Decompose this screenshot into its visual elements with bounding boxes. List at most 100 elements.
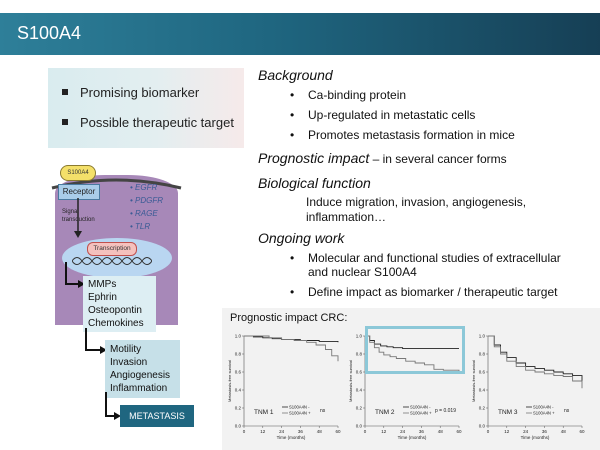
legend-entry: S100A4N + xyxy=(289,411,311,416)
x-tick-label: 12 xyxy=(381,429,387,434)
receptor-tlr: • TLR xyxy=(130,222,151,231)
x-tick-label: 12 xyxy=(260,429,266,434)
x-tick-label: 36 xyxy=(419,429,425,434)
square-bullet-icon xyxy=(62,119,68,125)
elbow-arrow-icon xyxy=(85,328,107,354)
cellular-effects-box: Motility Invasion Angiogenesis Inflammat… xyxy=(105,340,180,398)
slide-title: S100A4 xyxy=(17,23,82,43)
tnm-label: TNM 2 xyxy=(375,409,395,416)
receptor-rage: • RAGE xyxy=(130,209,158,218)
square-bullet-icon xyxy=(62,89,68,95)
prognostic-heading: Prognostic impact xyxy=(258,150,370,166)
background-item: •Promotes metastasis formation in mice xyxy=(290,128,515,142)
km-series-1 xyxy=(488,335,583,381)
elbow-arrow-icon xyxy=(105,392,121,420)
legend-entry: S100A4N - xyxy=(410,405,431,410)
x-axis-label: Time (months) xyxy=(398,435,427,440)
p-value: p = 0.019 xyxy=(435,408,456,414)
transcription-label: Transcription xyxy=(87,242,137,256)
tnm-label: TNM 1 xyxy=(254,409,274,416)
y-tick-label: 0.4 xyxy=(235,388,242,393)
km-series-2 xyxy=(488,335,583,389)
prognostic-line: Prognostic impact – in several cancer fo… xyxy=(258,150,507,168)
y-tick-label: 1.0 xyxy=(479,334,486,339)
crc-title: Prognostic impact CRC: xyxy=(230,312,348,324)
signal-arrow-icon xyxy=(74,198,82,238)
metastasis-box: METASTASIS xyxy=(120,405,194,427)
receptor-egfr: • EGFR xyxy=(130,183,158,192)
ongoing-item: •Molecular and functional studies of ext… xyxy=(290,251,561,265)
s100a4-protein: S100A4 xyxy=(60,165,96,181)
tnm-label: TNM 3 xyxy=(498,409,518,416)
x-tick-label: 0 xyxy=(487,429,490,434)
y-tick-label: 0.8 xyxy=(235,352,242,357)
y-tick-label: 1.0 xyxy=(356,334,363,339)
y-tick-label: 0.0 xyxy=(356,424,363,429)
title-bar: S100A4 xyxy=(0,13,600,55)
bullet-biomarker: Promising biomarker xyxy=(62,85,199,100)
dna-helix-icon xyxy=(72,257,152,265)
receptor-box: Receptor xyxy=(58,184,100,200)
y-tick-label: 0.8 xyxy=(479,352,486,357)
ongoing-item: •Define impact as biomarker / therapeuti… xyxy=(290,285,558,299)
x-axis-label: Time (months) xyxy=(277,435,306,440)
biological-text: Induce migration, invasion, angiogenesis… xyxy=(306,195,527,209)
ongoing-item-cont: and nuclear S100A4 xyxy=(308,265,417,279)
x-tick-label: 60 xyxy=(579,429,585,434)
biological-heading: Biological function xyxy=(258,175,371,191)
background-item: •Up-regulated in metastatic cells xyxy=(290,108,476,122)
y-axis-label: Metastasis-free survival xyxy=(471,360,476,402)
prognostic-suffix: – in several cancer forms xyxy=(369,152,507,166)
x-tick-label: 60 xyxy=(335,429,341,434)
y-axis-label: Metastasis-free survival xyxy=(227,360,232,402)
x-tick-label: 48 xyxy=(438,429,444,434)
bullet-therapeutic-target: Possible therapeutic target xyxy=(62,115,234,130)
y-tick-label: 1.0 xyxy=(235,334,242,339)
x-tick-label: 0 xyxy=(243,429,246,434)
background-item: •Ca-binding protein xyxy=(290,88,407,102)
x-tick-label: 60 xyxy=(456,429,462,434)
x-tick-label: 12 xyxy=(504,429,510,434)
y-tick-label: 0.6 xyxy=(235,370,242,375)
biological-text: inflammation… xyxy=(306,210,387,224)
x-tick-label: 48 xyxy=(561,429,567,434)
km-series-1 xyxy=(244,335,339,343)
km-series-2 xyxy=(244,335,339,362)
x-tick-label: 0 xyxy=(364,429,367,434)
tnm2-highlight-box xyxy=(365,326,465,374)
x-tick-label: 36 xyxy=(542,429,548,434)
legend-entry: S100A4N - xyxy=(533,405,554,410)
receptor-pdgfr: • PDGFR xyxy=(130,196,164,205)
crc-panel xyxy=(222,308,600,450)
y-tick-label: 0.2 xyxy=(356,406,363,411)
elbow-arrow-icon xyxy=(65,262,85,288)
km-series-2 xyxy=(365,335,460,372)
y-tick-label: 0.6 xyxy=(479,370,486,375)
y-tick-label: 0.2 xyxy=(235,406,242,411)
p-value: ns xyxy=(564,408,570,414)
legend-entry: S100A4N + xyxy=(533,411,555,416)
legend-entry: S100A4N + xyxy=(410,411,432,416)
x-tick-label: 36 xyxy=(298,429,304,434)
y-axis-label: Metastasis-free survival xyxy=(348,360,353,402)
x-tick-label: 48 xyxy=(317,429,323,434)
legend-entry: S100A4N - xyxy=(289,405,310,410)
x-axis-label: Time (months) xyxy=(521,435,550,440)
y-tick-label: 0.4 xyxy=(356,388,363,393)
y-tick-label: 0.2 xyxy=(479,406,486,411)
ongoing-heading: Ongoing work xyxy=(258,230,345,246)
x-tick-label: 24 xyxy=(523,429,529,434)
y-tick-label: 0.6 xyxy=(356,370,363,375)
downstream-factors-box: MMPs Ephrin Osteopontin Chemokines xyxy=(83,276,156,332)
y-tick-label: 0.0 xyxy=(479,424,486,429)
y-tick-label: 0.8 xyxy=(356,352,363,357)
background-heading: Background xyxy=(258,67,333,83)
y-tick-label: 0.4 xyxy=(479,388,486,393)
p-value: ns xyxy=(320,408,326,414)
x-tick-label: 24 xyxy=(279,429,285,434)
highlight-bullet-box: Promising biomarker Possible therapeutic… xyxy=(48,68,244,148)
km-series-1 xyxy=(365,335,459,350)
x-tick-label: 24 xyxy=(400,429,406,434)
